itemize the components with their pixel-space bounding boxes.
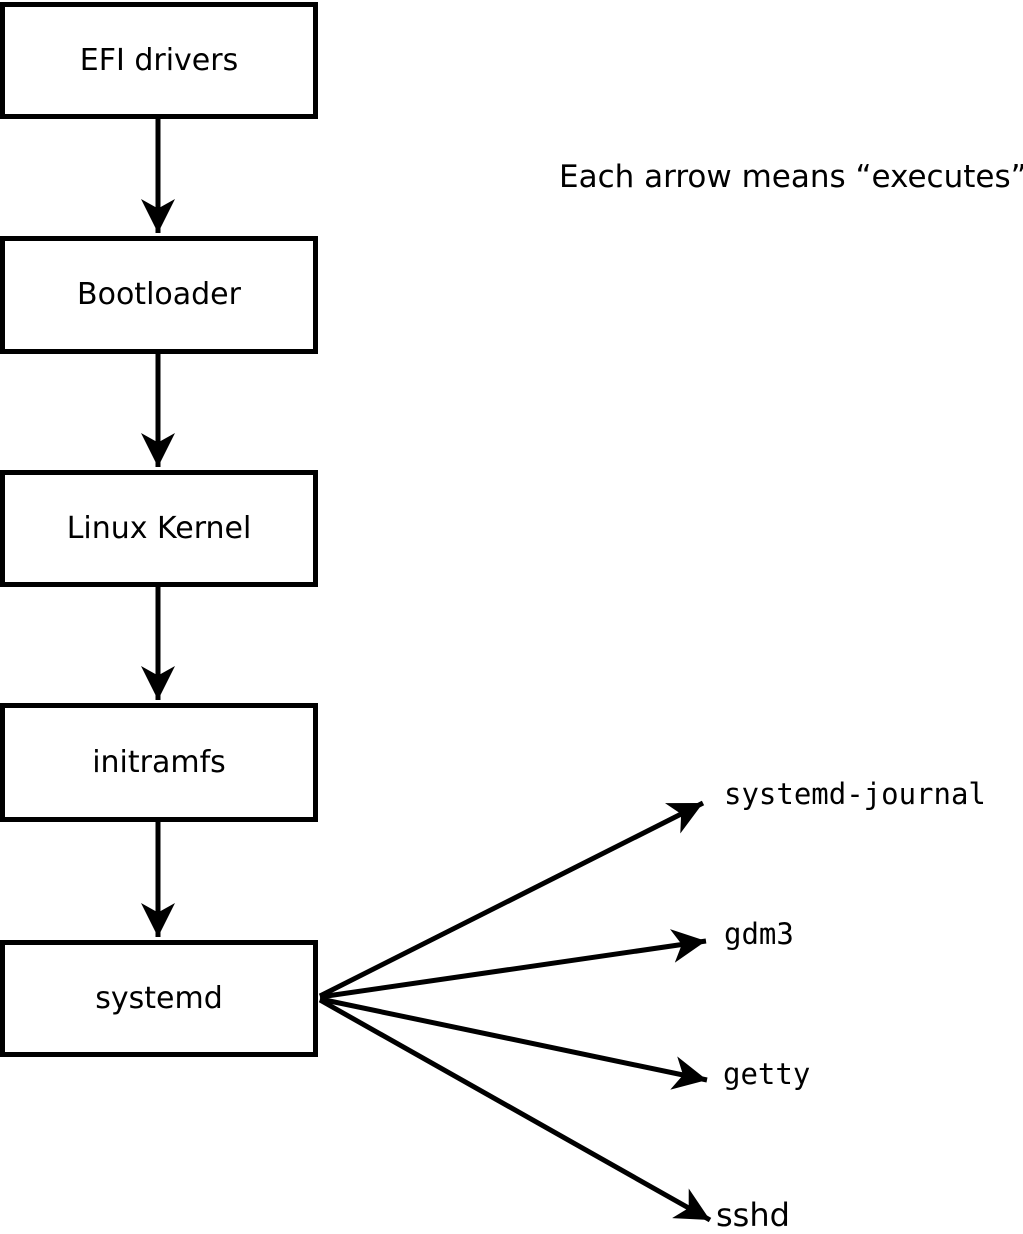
node-bootloader: Bootloader [0,236,318,354]
arrow-systemd-to-gdm3 [319,929,707,1000]
node-label-efi-drivers: EFI drivers [79,42,239,78]
process-label-gdm3: gdm3 [724,917,794,951]
arrow-systemd-to-journal [318,800,705,999]
node-initramfs: initramfs [0,703,318,822]
legend-annotation: Each arrow means “executes”. [559,159,1023,195]
node-linux-kernel: Linux Kernel [0,470,318,587]
node-label-linux-kernel: Linux Kernel [66,510,252,546]
arrow-systemd-to-sshd [318,997,712,1223]
arrow-systemd-to-getty [319,996,708,1090]
node-label-systemd: systemd [95,980,223,1016]
node-label-initramfs: initramfs [92,744,226,780]
process-label-systemd-journal: systemd-journal [724,777,986,811]
node-label-bootloader: Bootloader [77,277,241,312]
node-efi-drivers: EFI drivers [0,2,318,119]
process-label-sshd: sshd [716,1196,790,1234]
node-systemd: systemd [0,940,318,1057]
process-label-getty: getty [723,1057,811,1091]
